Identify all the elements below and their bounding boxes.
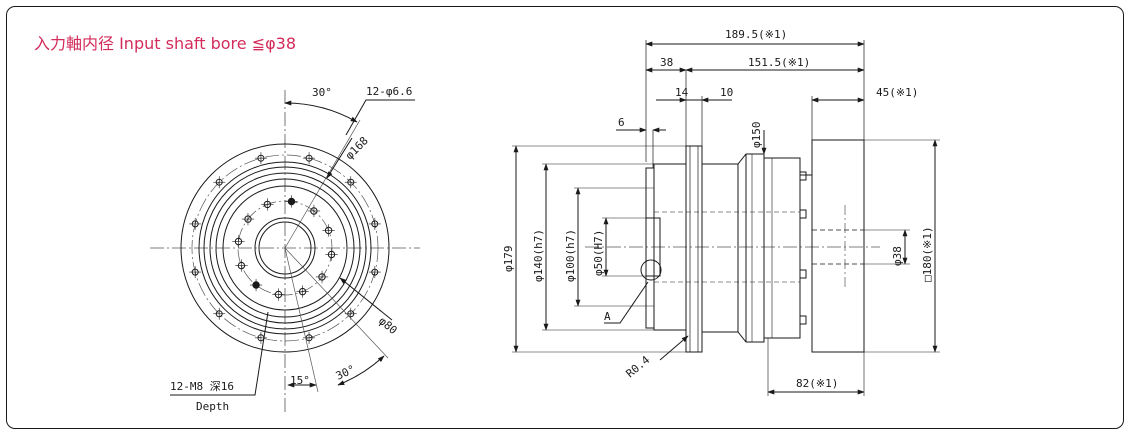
ring-4 <box>215 178 355 318</box>
housing <box>702 153 801 343</box>
detail-A-circle <box>640 259 662 281</box>
label-180: □180(※1) <box>921 226 934 282</box>
label-38: 38 <box>660 56 673 69</box>
label-holes: 12-φ6.6 <box>366 85 412 98</box>
front-line-30 <box>284 119 361 249</box>
label-tap: 12-M8 深16 <box>170 380 234 393</box>
label-30: 30° <box>312 86 332 99</box>
leader-A <box>604 281 649 324</box>
label-total: 189.5(※1) <box>725 28 787 41</box>
label-140: φ140(h7) <box>532 229 545 282</box>
leader-r04 <box>659 335 689 361</box>
label-30b: 30° <box>334 363 358 383</box>
ring-5 <box>222 185 348 311</box>
label-6: 6 <box>618 116 625 129</box>
dim-arc-30 <box>284 100 358 123</box>
label-r04: R0.4 <box>624 353 653 380</box>
label-179: φ179 <box>502 246 515 273</box>
ring-2 <box>203 166 367 330</box>
leader-tap <box>170 311 269 396</box>
label-100: φ100(h7) <box>564 229 577 282</box>
ring-3 <box>209 172 361 324</box>
bolt-circle-80 <box>237 200 333 296</box>
label-10: 10 <box>720 86 733 99</box>
bolt-circle-168 <box>191 154 379 342</box>
drawing-title: 入力軸内径 Input shaft bore ≦φ38 <box>34 34 297 53</box>
dim-arc-30b <box>337 355 385 386</box>
label-14: 14 <box>675 86 689 99</box>
adapter-block <box>811 139 865 353</box>
center-bore <box>254 217 316 279</box>
leader-holes <box>345 99 415 136</box>
side-view <box>512 40 940 396</box>
label-82: 82(※1) <box>796 377 838 390</box>
outer-flange <box>180 143 390 353</box>
leader-168 <box>326 137 353 179</box>
label-A: A <box>604 310 611 323</box>
outer-holes <box>189 152 381 344</box>
label-168: φ168 <box>343 134 371 162</box>
center-bore-inner <box>258 221 312 275</box>
label-80: φ80 <box>376 314 400 337</box>
label-38b: φ38 <box>891 246 904 266</box>
label-151: 151.5(※1) <box>748 56 810 69</box>
label-50: φ50(H7) <box>592 230 605 276</box>
front-view <box>150 90 420 415</box>
output-flange-face <box>645 167 655 329</box>
drawing-frame <box>6 6 1124 429</box>
ring-1 <box>198 161 372 335</box>
mount-flange <box>685 145 703 353</box>
inner-holes <box>232 195 338 301</box>
label-45: 45(※1) <box>876 86 918 99</box>
label-15: 15° <box>290 374 310 387</box>
bore-50 <box>645 217 661 277</box>
leader-80 <box>339 277 393 321</box>
label-150: φ150 <box>750 122 763 149</box>
label-depth: Depth <box>196 400 229 413</box>
